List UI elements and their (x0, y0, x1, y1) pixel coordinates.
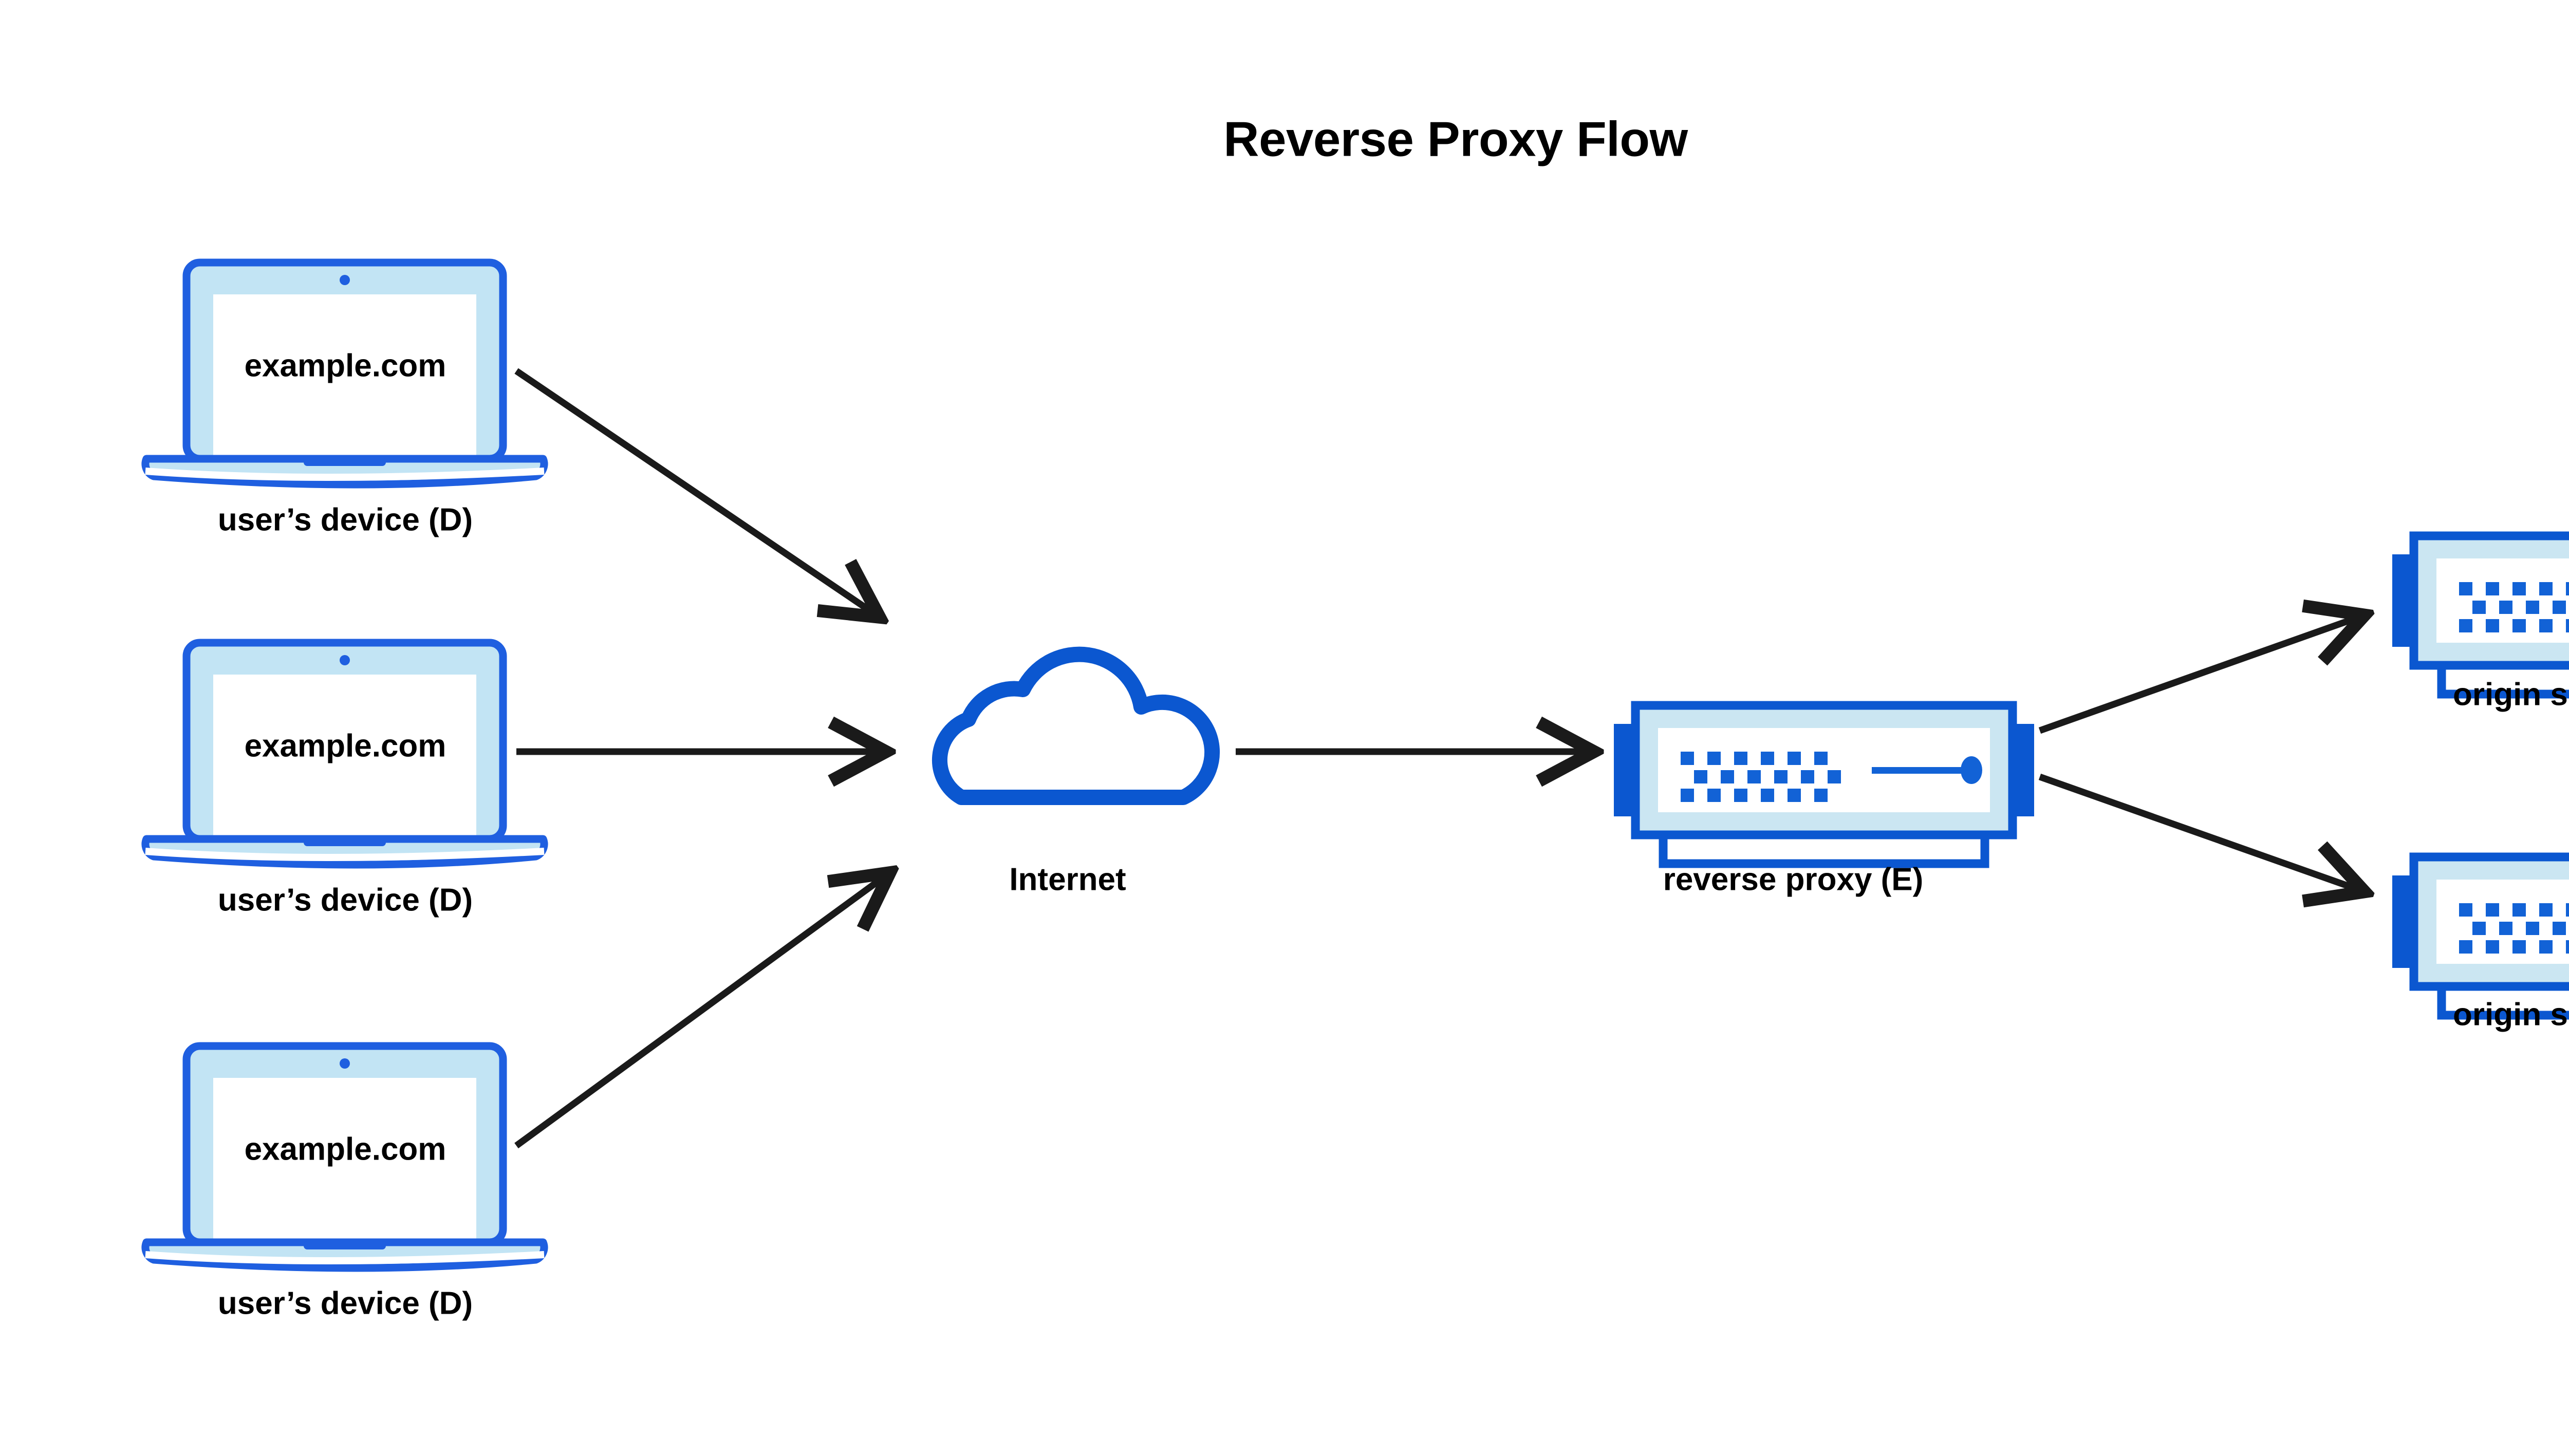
origin-server-bottom-label: origin server (F) (2453, 997, 2569, 1033)
reverse-proxy-label: reverse proxy (E) (1663, 862, 1924, 898)
reverse-proxy-icon[interactable] (1614, 705, 2034, 864)
device-bottom-screen-text: example.com (244, 1131, 446, 1167)
arrow-proxy-to-origin-bottom (2038, 773, 2363, 891)
device-middle-label: user’s device (D) (217, 882, 473, 918)
device-top-label: user’s device (D) (217, 502, 473, 538)
arrow-device-bottom-to-cloud (514, 873, 889, 1149)
origin-server-top-icon[interactable] (2392, 536, 2569, 694)
origin-server-bottom-icon[interactable] (2392, 857, 2569, 1015)
internet-cloud-icon[interactable] (940, 655, 1212, 797)
device-middle-screen-text: example.com (244, 728, 446, 764)
internet-cloud-label: Internet (1009, 862, 1126, 898)
device-bottom-label: user’s device (D) (217, 1285, 473, 1321)
arrow-device-top-to-cloud (514, 368, 879, 617)
origin-server-top-label: origin server (F) (2453, 677, 2569, 713)
arrow-proxy-to-origin-top (2038, 615, 2363, 734)
device-top-screen-text: example.com (244, 348, 446, 384)
page-title: Reverse Proxy Flow (1223, 111, 1688, 167)
